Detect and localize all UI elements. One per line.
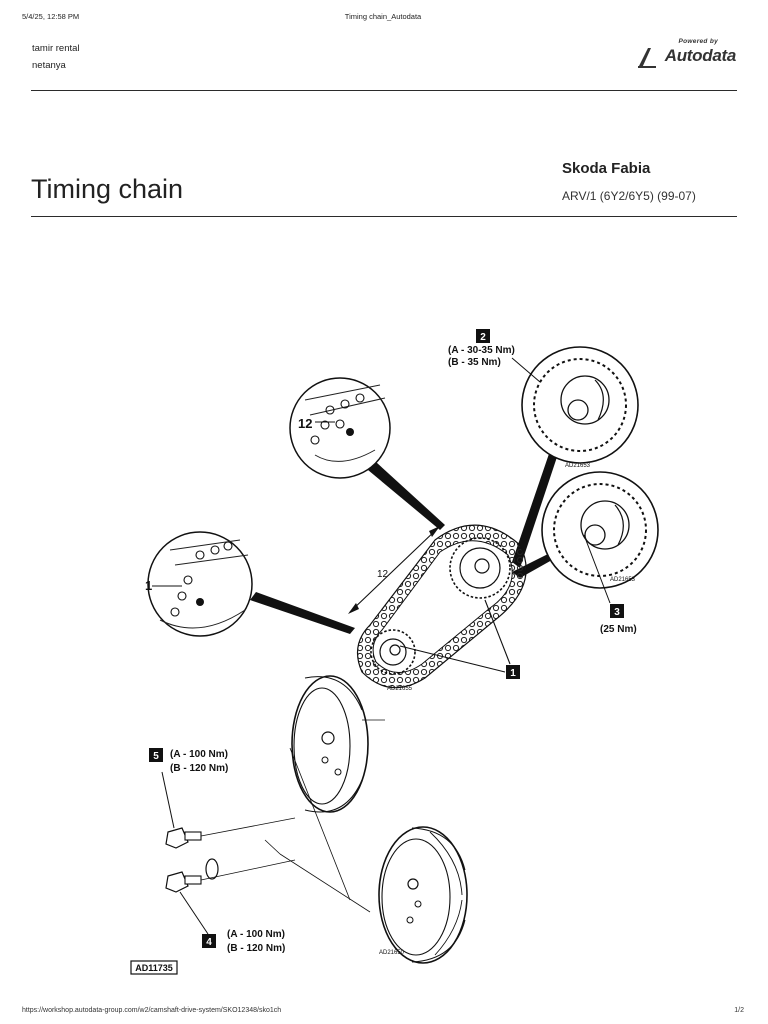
callout-4-torque-b: (B - 120 Nm) <box>227 943 285 954</box>
autodata-logo: Powered by Autodata <box>636 38 736 72</box>
timing-chain-assembly: AD21655 <box>356 524 527 692</box>
crankshaft-pulley-lower: AD21650 <box>378 826 468 964</box>
autodata-logo-icon <box>638 48 656 68</box>
header-divider <box>31 90 737 91</box>
callout-2-torque-a: (A - 30-35 Nm) <box>448 345 515 356</box>
figure-code-4: AD21650 <box>379 950 405 956</box>
print-document-title: Timing chain_Autodata <box>344 12 422 21</box>
callout-2-number: 2 <box>480 332 486 343</box>
detail-label-upper: 12 <box>298 416 312 431</box>
detail-pointer-lower <box>250 592 355 634</box>
timing-chain-diagram: 12 1 AD21653 AD21653 <box>130 329 659 975</box>
callout-3-torque: (25 Nm) <box>600 624 637 635</box>
crankshaft-pulley-upper <box>291 675 385 813</box>
powered-by-text: Powered by <box>678 38 718 45</box>
engine-code: ARV/1 (6Y2/6Y5) (99-07) <box>562 189 696 203</box>
detail-pointer-upper <box>368 462 445 530</box>
callout-4: 4 (A - 100 Nm) (B - 120 Nm) <box>202 929 285 954</box>
callout-4-number: 4 <box>206 937 212 948</box>
vehicle-info: Skoda Fabia ARV/1 (6Y2/6Y5) (99-07) <box>562 160 696 203</box>
callout-1: 1 <box>506 665 520 679</box>
callout-4-torque-a: (A - 100 Nm) <box>227 929 285 940</box>
chain-detail-lower: 1 <box>145 531 253 637</box>
vehicle-make: Skoda Fabia <box>562 160 651 177</box>
callout-1-number: 1 <box>510 668 516 679</box>
callout-3: 3 (25 Nm) <box>600 604 637 635</box>
callout-2: 2 (A - 30-35 Nm) (B - 35 Nm) <box>448 329 515 368</box>
washer-icon <box>205 858 219 880</box>
callout-2-torque-b: (B - 35 Nm) <box>448 357 501 368</box>
camshaft-sprocket-detail-lower: AD21653 <box>541 471 659 589</box>
chain-detail-upper: 12 <box>289 377 391 479</box>
print-url: https://workshop.autodata-group.com/w2/c… <box>22 1007 282 1014</box>
figure-id-box: AD11735 <box>130 960 178 975</box>
dimension-label: 12 <box>377 569 389 580</box>
account-info: tamir rental netanya <box>32 40 80 74</box>
callout-3-number: 3 <box>614 607 620 618</box>
callout-5: 5 (A - 100 Nm) (B - 120 Nm) <box>149 748 228 774</box>
account-location: netanya <box>32 60 66 71</box>
figure-id: AD11735 <box>135 963 173 973</box>
print-page-number: 1/2 <box>734 1007 744 1014</box>
detail-pointer-cam-upper <box>512 445 560 568</box>
dimension-arrow: 12 <box>348 526 440 614</box>
brand-name: Autodata <box>664 46 737 65</box>
print-datetime: 5/4/25, 12:58 PM <box>22 12 80 21</box>
figure-code-2: AD21653 <box>610 577 636 583</box>
callout-5-torque-b: (B - 120 Nm) <box>170 763 228 774</box>
callout-5-torque-a: (A - 100 Nm) <box>170 749 228 760</box>
page-title: Timing chain <box>31 174 184 205</box>
account-name: tamir rental <box>32 43 80 54</box>
callout-5-number: 5 <box>153 751 159 762</box>
detail-label-lower: 1 <box>145 578 152 593</box>
figure-code-1: AD21653 <box>565 463 591 469</box>
title-divider <box>31 216 737 217</box>
figure-code-3: AD21655 <box>387 686 413 692</box>
camshaft-sprocket-detail-upper: AD21653 <box>521 346 639 469</box>
pulley-bolts <box>161 747 371 935</box>
